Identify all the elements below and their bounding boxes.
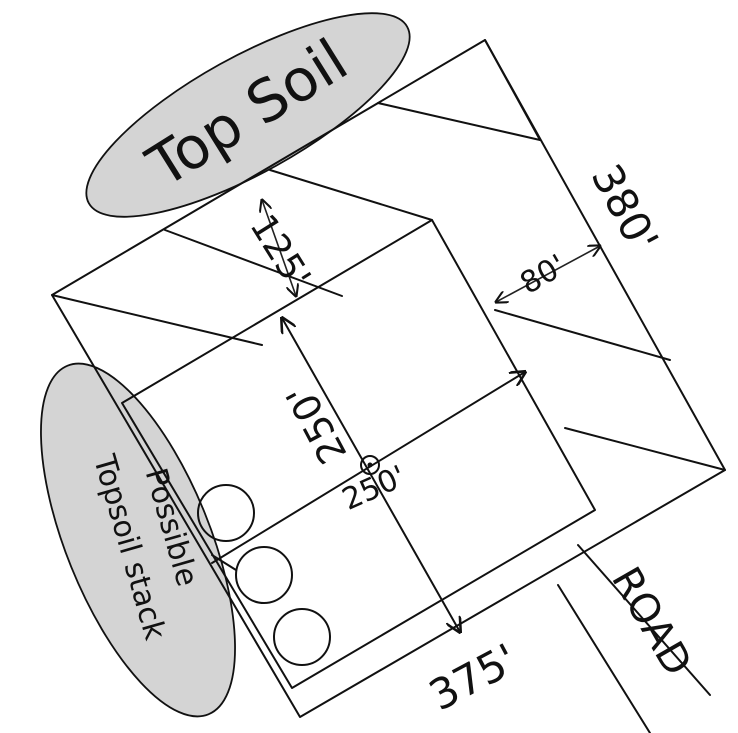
circle-marker-2 (235, 546, 293, 604)
hatch-lines (51, 39, 726, 471)
circle-marker-3 (273, 608, 331, 666)
topsoil-pile-top (85, 12, 411, 218)
label-dim-250-horizontal: 250' (337, 459, 411, 518)
circle-marker-1 (197, 484, 255, 542)
road-line-right (577, 544, 711, 696)
dim-125-arrow (262, 200, 296, 296)
label-dim-375: 375' (421, 634, 525, 720)
road-line-left (557, 584, 651, 733)
label-road: ROAD (602, 559, 700, 683)
label-dim-80: 80' (514, 248, 572, 302)
label-dim-250-vertical: 250' (278, 377, 356, 471)
center-point-marker (360, 455, 380, 475)
label-dim-380: 380' (582, 156, 668, 260)
center-line-vertical (282, 318, 460, 632)
inner-pad-outline (121, 219, 596, 689)
center-line-horizontal (211, 372, 525, 564)
topsoil-stack-pile-left (40, 362, 236, 718)
center-point-dot (367, 462, 373, 468)
circle-connector (211, 554, 237, 571)
dim-80-arrow (496, 246, 600, 302)
